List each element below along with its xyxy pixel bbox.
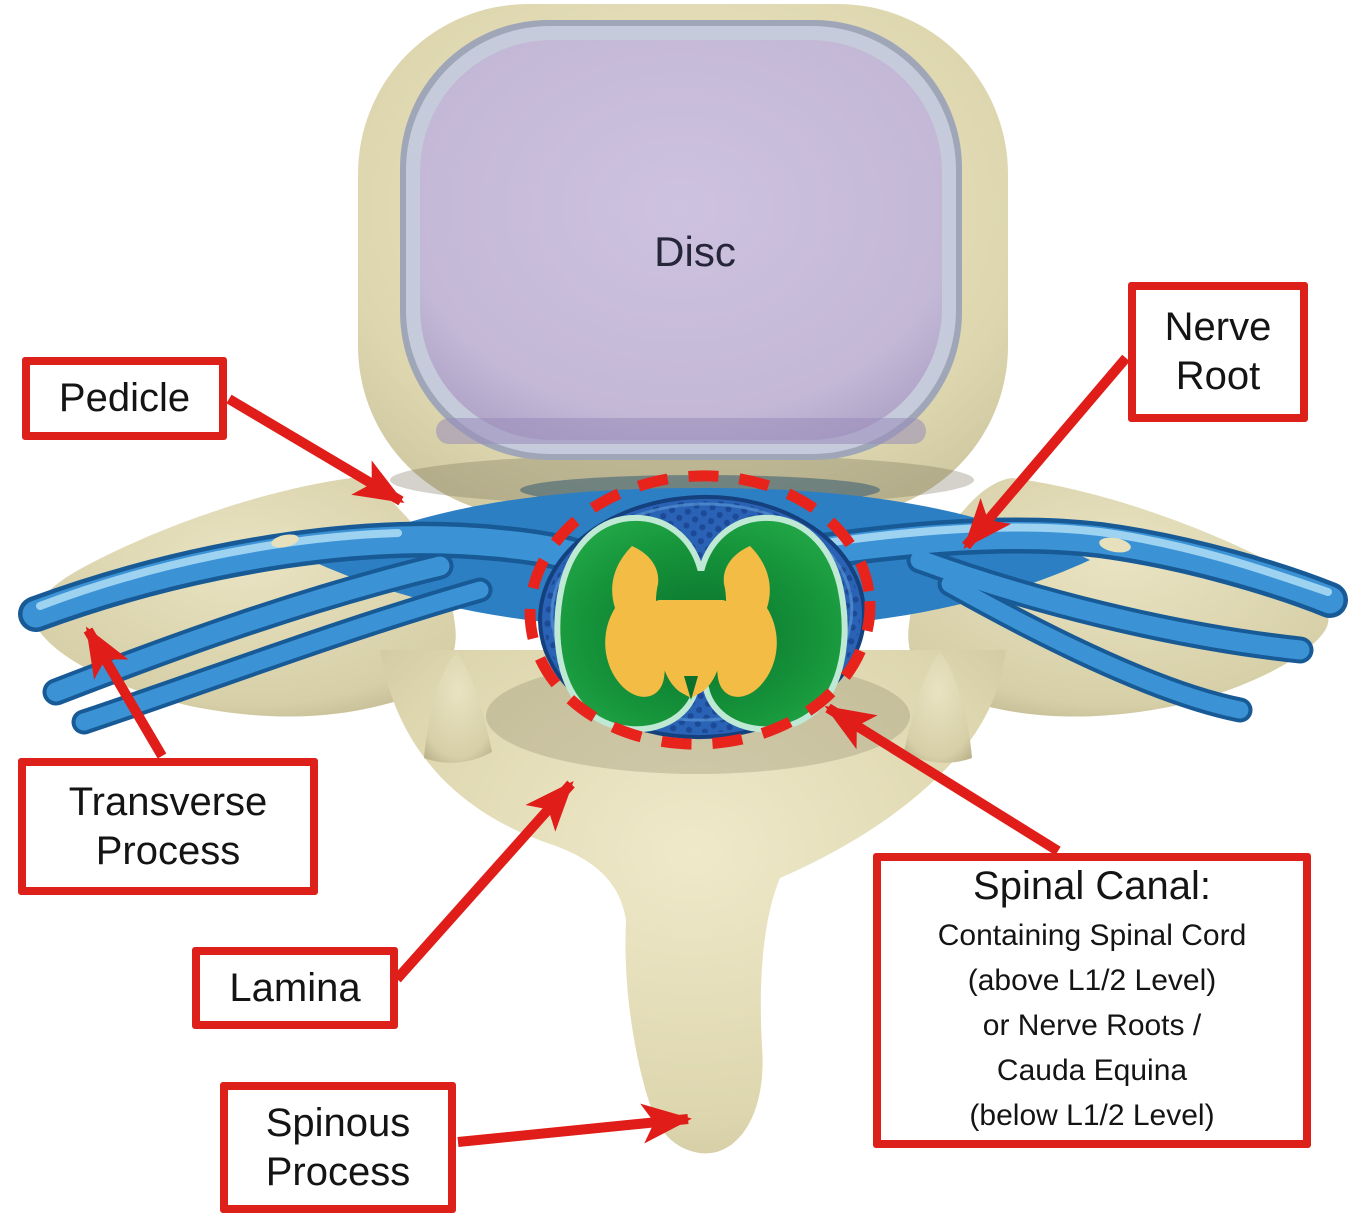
spinal-canal-label-line4: Cauda Equina bbox=[996, 1054, 1188, 1087]
nerve-root-structures bbox=[18, 475, 1348, 735]
lamina-label-text: Lamina bbox=[229, 965, 361, 1010]
spinous-process-label-line2: Process bbox=[265, 1149, 411, 1194]
spinal-canal-label-heading: Spinal Canal: bbox=[973, 864, 1211, 908]
spinal-canal-label-line3: or Nerve Roots / bbox=[982, 1009, 1202, 1042]
disc-shape bbox=[400, 20, 962, 460]
spinous-process-label-box: Spinous Process bbox=[220, 1082, 456, 1213]
callout-arrows bbox=[83, 354, 1130, 1147]
spinal-canal-dashed-outline bbox=[524, 470, 876, 750]
spinal-canal-label-line1: Containing Spinal Cord bbox=[937, 919, 1247, 952]
transverse-process-label-line2: Process bbox=[95, 828, 241, 873]
articular-process-left-bone bbox=[424, 652, 492, 763]
spinous-process-arrow bbox=[457, 1103, 692, 1147]
lamina-bone bbox=[380, 650, 1006, 1154]
nerve-root-label-box: Nerve Root bbox=[1128, 282, 1308, 422]
nerve-root-label-line2: Root bbox=[1175, 354, 1261, 398]
transverse-process-label-box: Transverse Process bbox=[18, 758, 318, 895]
pedicle-arrow bbox=[226, 394, 405, 506]
spinal-canal-arrow bbox=[824, 703, 1061, 856]
lamina-label-box: Lamina bbox=[192, 947, 398, 1029]
disc-label: Disc bbox=[654, 228, 736, 275]
spinal-canal-label-box: Spinal Canal: Containing Spinal Cord (ab… bbox=[873, 853, 1311, 1148]
gray-matter-yellow bbox=[605, 546, 777, 700]
nerve-roots-right bbox=[772, 517, 1348, 723]
nerve-root-arrow bbox=[962, 354, 1130, 550]
pedicle-label-box: Pedicle bbox=[22, 357, 227, 440]
spinal-canal-label-line5: (below L1/2 Level) bbox=[969, 1099, 1215, 1132]
nerve-root-label-line1: Nerve bbox=[1164, 305, 1272, 350]
spinous-process-label-line1: Spinous bbox=[265, 1100, 411, 1145]
articular-process-right-bone bbox=[904, 652, 972, 763]
spinal-canal-label-line2: (above L1/2 Level) bbox=[967, 964, 1217, 997]
pedicle-label-text: Pedicle bbox=[58, 376, 191, 421]
lamina-arrow bbox=[393, 780, 575, 983]
transverse-process-label-line1: Transverse bbox=[68, 779, 268, 824]
transverse-process-arrow bbox=[83, 626, 167, 759]
